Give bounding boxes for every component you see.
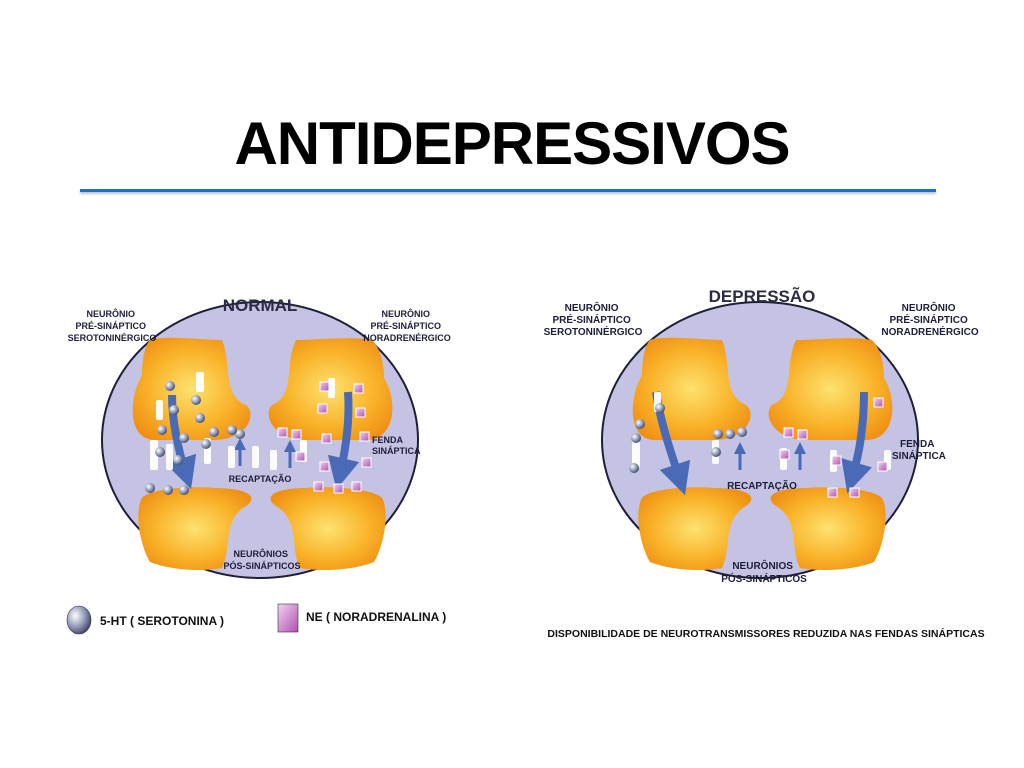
label-pre-noradrenergic: NEURÔNIO PRÉ-SINÁPTICO NORADRENÉRGICO	[881, 301, 978, 338]
panel-heading: DEPRESSÃO	[709, 286, 816, 306]
label-pre-noradrenergic: NEURÔNIO PRÉ-SINÁPTICO NORADRENÉRGICO	[363, 308, 451, 343]
label-pre-serotonergic: NEURÔNIO PRÉ-SINÁPTICO SEROTONINÉRGICO	[68, 308, 157, 343]
legend-serotonin: 5-HT ( SEROTONINA )	[100, 614, 224, 628]
release-arrow-icon	[328, 391, 360, 490]
title-divider	[80, 189, 936, 192]
synapse-ellipse	[101, 301, 419, 579]
panel-heading: NORMAL	[223, 296, 298, 315]
noradrenaline-legend-icon	[277, 603, 299, 633]
serotonin-molecules	[629, 403, 747, 473]
release-arrow-icon	[165, 394, 197, 490]
label-reuptake: RECAPTAÇÃO	[229, 474, 292, 484]
legend-noradrenaline: NE ( NORADRENALINA )	[306, 610, 446, 624]
label-reuptake: RECAPTAÇÃO	[727, 479, 797, 492]
diagram-caption: DISPONIBILIDADE DE NEUROTRANSMISSORES RE…	[547, 627, 984, 640]
panel-normal: NORMAL NEURÔNIO PRÉ-SINÁPTICO SEROTONINÉ…	[68, 296, 451, 579]
legend: 5-HT ( SEROTONINA ) NE ( NORADRENALINA )	[66, 603, 446, 635]
serotonin-legend-icon	[66, 605, 92, 635]
noradrenaline-molecules	[779, 397, 888, 498]
panel-depression: DEPRESSÃO NEURÔNIO PRÉ-SINÁPTICO SEROTON…	[544, 286, 979, 585]
synapse-ellipse	[601, 301, 919, 579]
label-postsynaptic: NEURÔNIOS PÓS-SINÁPTICOS	[223, 548, 300, 571]
noradrenaline-molecules	[277, 381, 372, 494]
label-synaptic-cleft: FENDA SINÁPTICA	[372, 435, 421, 456]
label-pre-serotonergic: NEURÔNIO PRÉ-SINÁPTICO SEROTONINÉRGICO	[544, 301, 643, 338]
receptor-streaks	[150, 372, 335, 470]
serotonin-molecules	[145, 381, 245, 495]
label-synaptic-cleft: FENDA SINÁPTICA	[892, 439, 946, 462]
release-arrow-icon	[841, 391, 872, 494]
label-postsynaptic: NEURÔNIOS PÓS-SINÁPTICOS	[721, 559, 807, 585]
slide-title: ANTIDEPRESSIVOS	[234, 110, 790, 177]
